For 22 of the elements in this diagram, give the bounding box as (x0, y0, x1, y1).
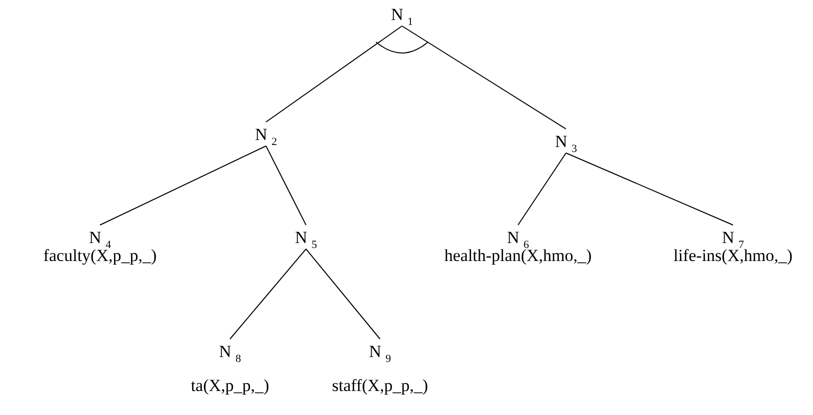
node-label: N $_{1}$ (390, 6, 414, 24)
node-label: N $_{9}$ (368, 343, 392, 361)
tree-branch-line (518, 152, 566, 226)
node-label: N $_{7}$ (722, 229, 744, 247)
predicate-label: health-plan(X,hmo,_) (444, 247, 592, 265)
node-label: N $_{5}$ (294, 229, 318, 247)
predicate-label: life-ins(X,hmo,_) (674, 247, 792, 265)
node-label: N $_{4}$ (88, 229, 112, 247)
tree-branch-line (230, 248, 306, 340)
tree-branch-line (566, 152, 734, 226)
node-label: N $_{2}$ (254, 126, 278, 144)
tree-branch-line (306, 248, 380, 340)
predicate-label: staff(X,p_p,_) (332, 377, 428, 395)
node-label: N $_{6}$ (506, 229, 529, 247)
tree-branch-line (266, 26, 402, 122)
tree-branch-line (402, 26, 566, 130)
predicate-label: ta(X,p_p,_) (190, 377, 270, 395)
tree-branch-line (266, 146, 306, 226)
node-label: N $_{8}$ (218, 343, 242, 361)
tree-branch-line (100, 146, 266, 226)
predicate-label: faculty(X,p_p,_) (43, 247, 157, 265)
node-label: N $_{3}$ (554, 133, 578, 151)
